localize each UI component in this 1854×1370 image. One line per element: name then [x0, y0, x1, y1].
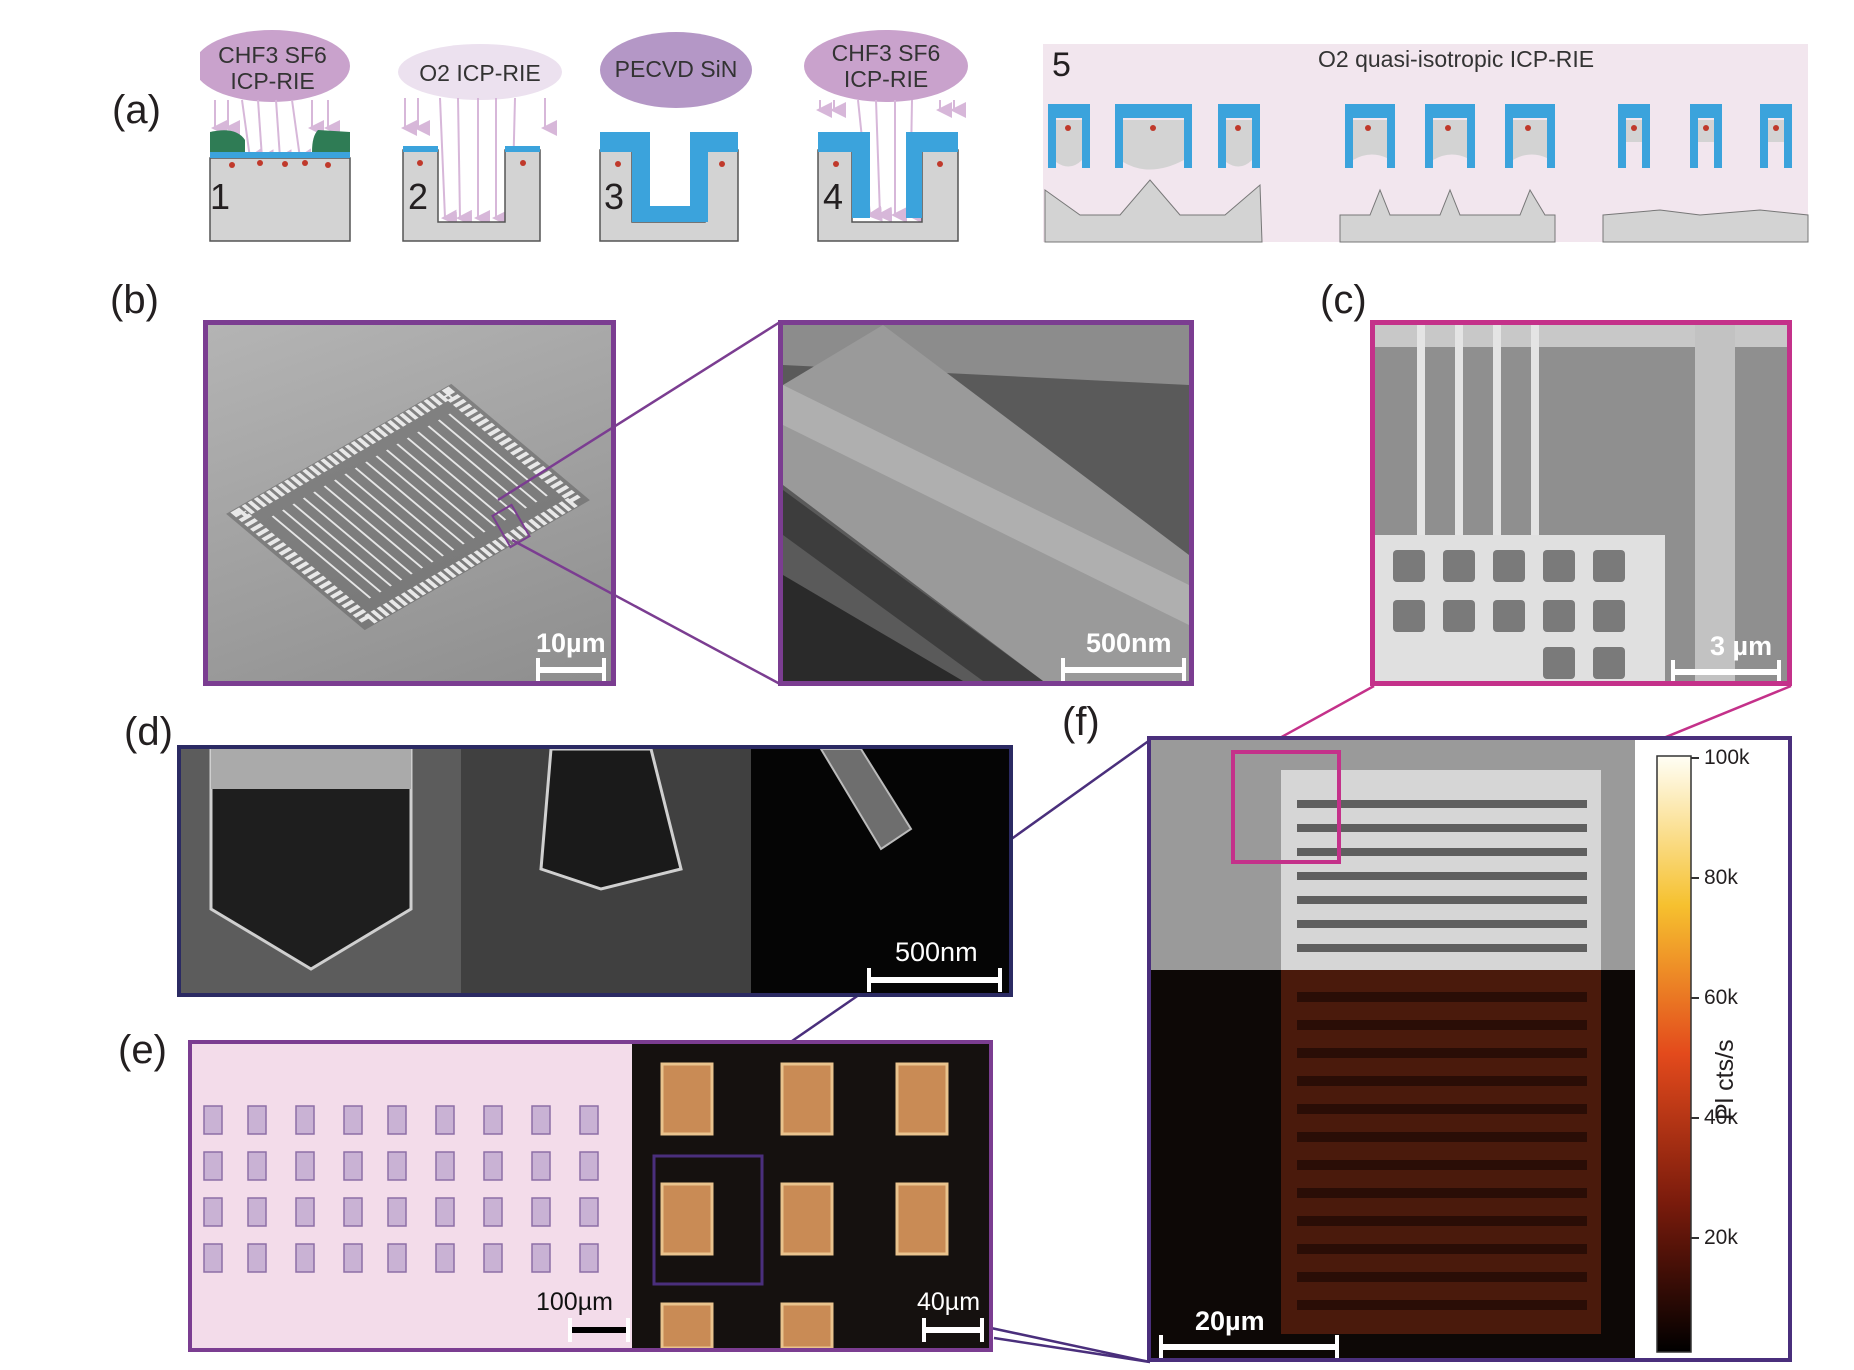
scalebar-e-right	[922, 1318, 984, 1342]
step-5-title: O2 quasi-isotropic ICP-RIE	[1318, 46, 1595, 72]
scalebar-d-label: 500nm	[895, 937, 978, 967]
scalebar-b-right	[1061, 658, 1186, 681]
step-5-diagram	[1043, 44, 1809, 243]
panel-label-a: (a)	[112, 88, 161, 132]
panel-b-sem-zoom: 500nm	[778, 320, 1194, 686]
scalebar-e-left-label: 100µm	[536, 1288, 613, 1316]
optical-array-images	[192, 1044, 989, 1348]
colorbar-gradient	[1656, 755, 1692, 1353]
colorbar-tick-80k: 80k	[1704, 866, 1738, 889]
step-1-number: 1	[210, 176, 231, 217]
step-1-etch-line2: ICP-RIE	[230, 68, 315, 94]
colorbar-label: Pl cts/s	[1711, 1039, 1739, 1120]
scalebar-b-left-label: 10µm	[536, 628, 606, 658]
sem-corner-image	[1375, 325, 1787, 681]
step-4-etch-line2: ICP-RIE	[843, 66, 929, 92]
plasma-cloud-1	[200, 30, 350, 102]
panel-label-c: (c)	[1320, 278, 1367, 322]
sem-zoom-image	[783, 325, 1189, 681]
scalebar-e-left	[568, 1318, 630, 1342]
step-2-number: 2	[408, 176, 429, 217]
step-4-diagram	[804, 30, 968, 242]
step-3-diagram	[599, 32, 752, 242]
sem-nanobeam-crosssections	[181, 749, 1009, 993]
scalebar-c-label: 3 µm	[1710, 631, 1773, 661]
colorbar-tick-20k: 20k	[1704, 1226, 1738, 1249]
scalebar-b-left	[536, 658, 606, 681]
step-2-diagram	[398, 44, 562, 242]
panel-e-optical: 100µm 40µm	[188, 1040, 993, 1352]
colorbar-tick-100k: 100k	[1704, 746, 1750, 769]
step-2-etch-label: O2 ICP-RIE	[419, 60, 541, 86]
scalebar-d	[867, 968, 1002, 992]
scalebar-c	[1671, 660, 1781, 681]
step-1-etch-line1: CHF3 SF6	[218, 42, 327, 68]
panel-f-sem-pl: 100k 80k 60k 40k 20k Pl cts/s 20µm	[1147, 736, 1792, 1362]
colorbar-tick-60k: 60k	[1704, 986, 1738, 1009]
step-4-etch-line1: CHF3 SF6	[831, 40, 941, 66]
panel-label-e: (e)	[118, 1028, 167, 1072]
step-4-number: 4	[823, 176, 844, 217]
plasma-cloud-3	[600, 32, 752, 108]
scalebar-b-right-label: 500nm	[1086, 628, 1172, 658]
sem-pl-overlay	[1151, 740, 1788, 1358]
scalebar-e-right-label: 40µm	[917, 1288, 981, 1316]
process-schematic	[200, 30, 1809, 243]
panel-label-b: (b)	[110, 278, 159, 322]
panel-c-sem: 3 µm	[1370, 320, 1792, 686]
step-4-etch-label: CHF3 SF6 ICP-RIE	[810, 40, 962, 92]
scalebar-f-label: 20µm	[1195, 1306, 1265, 1336]
step-5-number: 5	[1052, 46, 1071, 84]
scalebar-f	[1159, 1335, 1339, 1358]
plasma-cloud-2	[398, 44, 562, 100]
colorbar-tick-40k: 40k	[1704, 1106, 1738, 1129]
step-1-diagram	[200, 30, 351, 242]
panel-d-sem-triptych: 500nm	[177, 745, 1013, 997]
panel-label-f: (f)	[1062, 700, 1100, 744]
step-3-number: 3	[604, 176, 625, 217]
step-3-etch-label: PECVD SiN	[614, 56, 738, 82]
panel-label-d: (d)	[124, 710, 173, 754]
step-1-etch-label: CHF3 SF6 ICP-RIE	[205, 42, 340, 94]
plasma-cloud-4	[804, 30, 968, 102]
